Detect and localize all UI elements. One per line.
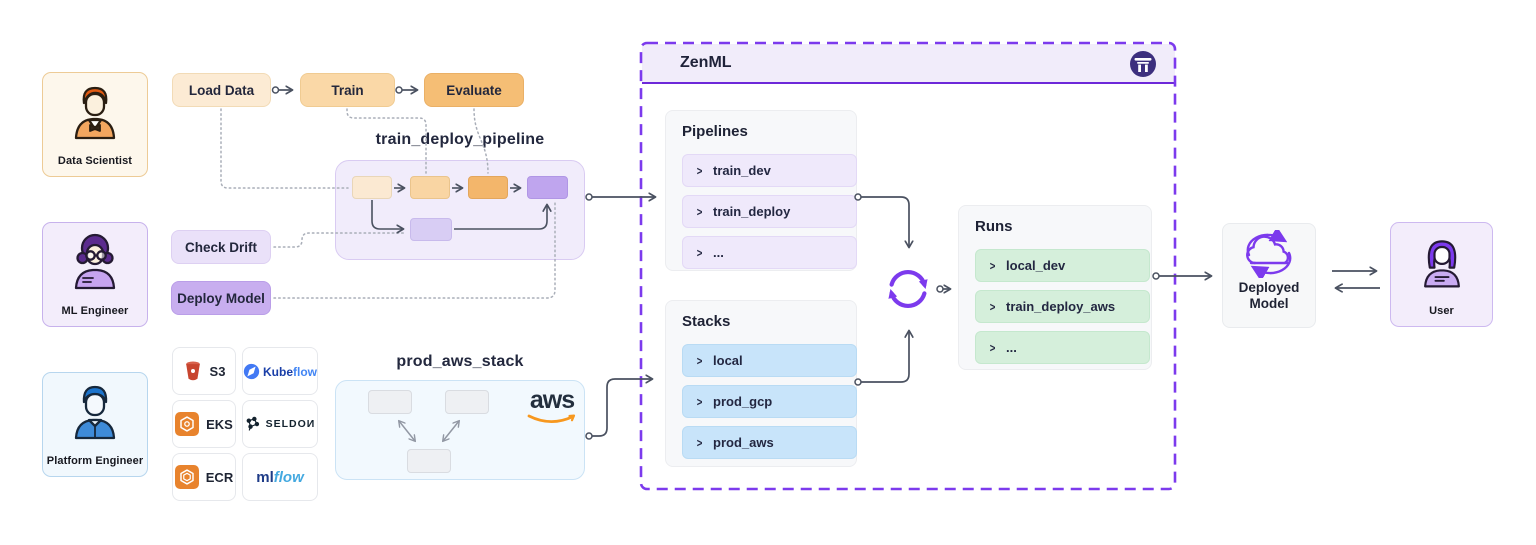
pipeline-row-label: train_dev — [713, 163, 771, 178]
chevron-right-icon: > — [989, 258, 996, 273]
aws-logo-text: aws — [529, 386, 575, 414]
data-scientist-avatar — [74, 86, 116, 140]
kubeflow-label-kube: Kube — [263, 364, 293, 379]
pipeline-container — [335, 160, 585, 260]
run-row-local-dev[interactable]: > local_dev — [975, 249, 1150, 282]
run-row-label: ... — [1006, 340, 1017, 355]
deployed-model-cloud-sync-icon — [1246, 230, 1292, 278]
pipeline-row-label: ... — [713, 245, 724, 260]
kubeflow-icon — [243, 363, 260, 379]
chevron-right-icon: > — [989, 340, 996, 355]
pipeline-node-evaluate — [468, 176, 508, 199]
tool-card-seldon[interactable]: SELDOИ — [242, 400, 318, 448]
arrow-awsstack-to-stacks — [592, 379, 652, 437]
step-check-drift[interactable]: Check Drift — [171, 230, 271, 264]
eks-label: EKS — [206, 416, 233, 432]
runs-panel-title: Runs — [975, 218, 1013, 235]
aws-smile-icon — [527, 414, 576, 424]
stack-row-label: prod_gcp — [713, 394, 773, 409]
aws-stack-node-1 — [368, 390, 412, 414]
stack-row-prod-gcp[interactable]: > prod_gcp — [682, 385, 857, 418]
pipeline-node-train — [410, 176, 450, 199]
pipeline-row-label: train_deploy — [713, 204, 791, 219]
deployed-model-label: Deployed Model — [1238, 280, 1300, 311]
user-avatar — [1423, 240, 1460, 288]
stack-row-label: local — [713, 353, 743, 368]
pipeline-node-drift — [410, 218, 452, 241]
data-scientist-label: Data Scientist — [57, 155, 133, 167]
card-deployed-model: Deployed Model — [1222, 223, 1316, 328]
mlflow-label-ml: ml — [256, 468, 274, 486]
mlflow-label-flow: flow — [273, 468, 304, 486]
aws-stack-node-3 — [407, 449, 451, 473]
tool-card-s3[interactable]: S3 — [172, 347, 236, 395]
chevron-right-icon: > — [696, 353, 703, 368]
platform-engineer-label: Platform Engineer — [46, 455, 144, 467]
card-data-scientist: Data Scientist — [42, 72, 148, 177]
step-deploy-model[interactable]: Deploy Model — [171, 281, 271, 315]
card-user: User — [1390, 222, 1493, 327]
run-row-more[interactable]: > ... — [975, 331, 1150, 364]
stack-row-local[interactable]: > local — [682, 344, 857, 377]
zenml-logo-icon — [1129, 50, 1157, 78]
zenml-header: ZenML — [642, 44, 1175, 84]
user-label: User — [1429, 305, 1454, 317]
stacks-panel-title: Stacks — [682, 313, 731, 330]
arrow-pipelines-to-sync — [861, 196, 909, 247]
chevron-right-icon: > — [989, 299, 996, 314]
tool-card-mlflow[interactable]: mlflow — [242, 453, 318, 501]
s3-icon — [185, 361, 200, 381]
chevron-right-icon: > — [696, 435, 703, 450]
panel-stacks: Stacks > local > prod_gcp > prod_aws — [665, 300, 857, 467]
ecr-label: ECR — [205, 469, 234, 485]
eks-icon — [175, 412, 200, 436]
pipeline-node-deploy — [527, 176, 568, 199]
pipelines-panel-title: Pipelines — [682, 123, 748, 140]
ml-engineer-avatar — [74, 233, 116, 290]
panel-runs: Runs > local_dev > train_deploy_aws > ..… — [958, 205, 1152, 370]
aws-stack-node-2 — [445, 390, 489, 414]
zenml-title: ZenML — [680, 54, 732, 71]
dotted-load-data-link — [220, 108, 349, 189]
tool-card-ecr[interactable]: ECR — [172, 453, 236, 501]
step-evaluate[interactable]: Evaluate — [424, 73, 524, 107]
run-row-label: local_dev — [1006, 258, 1066, 273]
pipeline-row-train-deploy[interactable]: > train_deploy — [682, 195, 857, 228]
stack-row-label: prod_aws — [713, 435, 774, 450]
run-row-label: train_deploy_aws — [1006, 299, 1116, 314]
chevron-right-icon: > — [696, 394, 703, 409]
step-train[interactable]: Train — [300, 73, 395, 107]
tool-card-kubeflow[interactable]: Kubeflow — [242, 347, 318, 395]
seldon-label: SELDOИ — [265, 418, 316, 430]
kubeflow-label-flow: flow — [293, 364, 317, 379]
pipeline-node-load — [352, 176, 392, 199]
card-platform-engineer: Platform Engineer — [42, 372, 148, 477]
ecr-icon — [174, 465, 199, 489]
platform-engineer-avatar — [74, 385, 116, 440]
sync-icon — [888, 270, 928, 308]
chevron-right-icon: > — [696, 163, 703, 178]
s3-label: S3 — [209, 363, 226, 379]
aws-logo: aws — [527, 388, 577, 426]
card-ml-engineer: ML Engineer — [42, 222, 148, 327]
pipeline-row-train-dev[interactable]: > train_dev — [682, 154, 857, 187]
ml-engineer-label: ML Engineer — [61, 305, 129, 317]
arrow-stacks-to-sync — [861, 331, 909, 383]
stack-row-prod-aws[interactable]: > prod_aws — [682, 426, 857, 459]
step-load-data[interactable]: Load Data — [172, 73, 271, 107]
run-row-train-deploy-aws[interactable]: > train_deploy_aws — [975, 290, 1150, 323]
pipeline-title: train_deploy_pipeline — [375, 131, 545, 148]
aws-stack-title: prod_aws_stack — [396, 353, 524, 370]
chevron-right-icon: > — [696, 245, 703, 260]
pipeline-row-more[interactable]: > ... — [682, 236, 857, 269]
seldon-icon — [246, 416, 259, 431]
chevron-right-icon: > — [696, 204, 703, 219]
tool-card-eks[interactable]: EKS — [172, 400, 236, 448]
panel-pipelines: Pipelines > train_dev > train_deploy > .… — [665, 110, 857, 271]
